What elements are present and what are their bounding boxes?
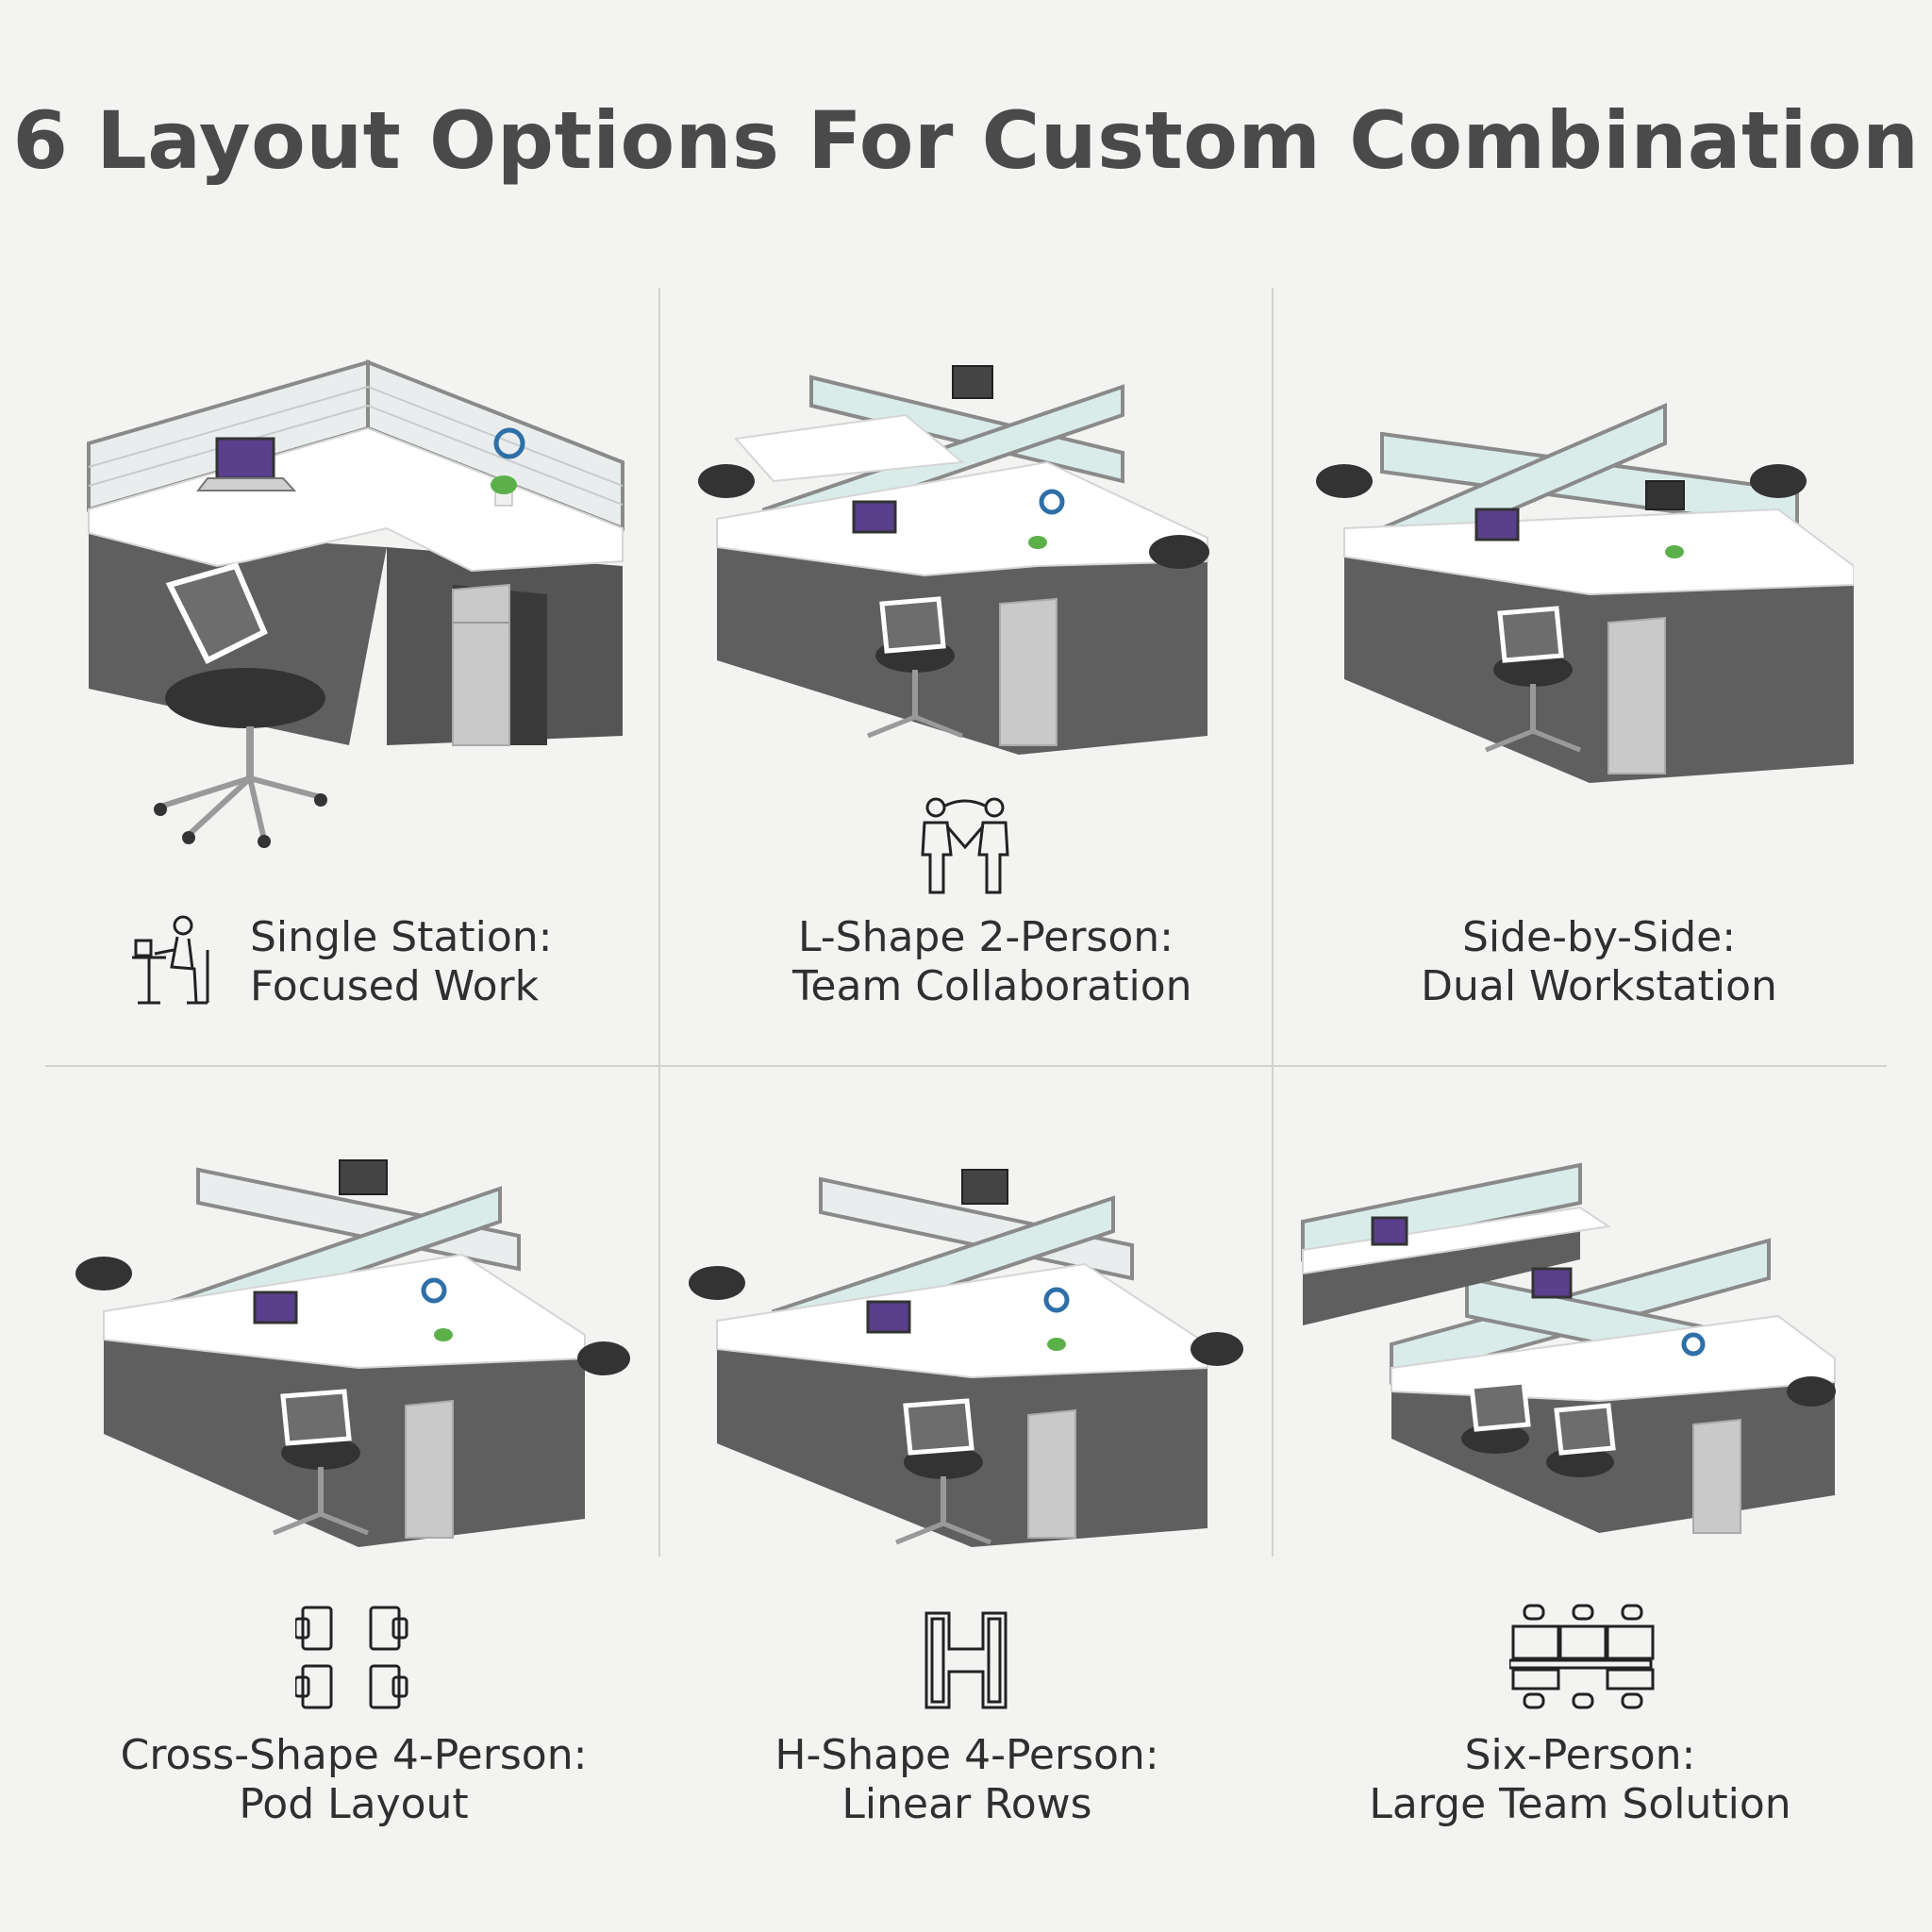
option-subtitle: Pod Layout <box>239 1780 469 1828</box>
option-caption-side-by-side: Side-by-Side: Dual Workstation <box>1396 913 1802 1011</box>
option-subtitle: Large Team Solution <box>1369 1780 1791 1828</box>
grid-divider-vertical-2 <box>1272 288 1274 1557</box>
option-subtitle: Team Collaboration <box>792 962 1192 1010</box>
option-subtitle: Dual Workstation <box>1421 962 1777 1010</box>
grid-divider-horizontal <box>45 1065 1887 1067</box>
four-desks-icon <box>295 1604 413 1712</box>
h-letter-icon <box>923 1609 1009 1711</box>
option-title: H-Shape 4-Person: <box>774 1731 1159 1779</box>
l-shape-2-person-illustration <box>679 349 1255 764</box>
single-station-illustration <box>75 349 641 877</box>
h-shape-4-person-illustration <box>689 1160 1255 1557</box>
option-caption-six-person: Six-Person: Large Team Solution <box>1358 1731 1802 1829</box>
six-person-illustration <box>1297 1156 1863 1552</box>
option-title: Cross-Shape 4-Person: <box>120 1731 588 1779</box>
handshake-icon <box>913 794 1017 898</box>
option-caption-cross-shape: Cross-Shape 4-Person: Pod Layout <box>113 1731 594 1829</box>
option-caption-l-shape: L-Shape 2-Person: Team Collaboration <box>792 913 1192 1011</box>
option-subtitle: Focused Work <box>250 962 540 1010</box>
option-title: Six-Person: <box>1464 1731 1696 1779</box>
six-seat-table-icon <box>1509 1602 1656 1713</box>
option-caption-single-station: Single Station: Focused Work <box>250 913 553 1011</box>
option-title: Single Station: <box>250 913 553 961</box>
page-title: 6 Layout Options For Custom Combination <box>12 94 1920 187</box>
option-caption-h-shape: H-Shape 4-Person: Linear Rows <box>764 1731 1170 1829</box>
option-subtitle: Linear Rows <box>841 1780 1092 1828</box>
option-title: L-Shape 2-Person: <box>798 913 1174 961</box>
option-title: Side-by-Side: <box>1461 913 1737 961</box>
side-by-side-illustration <box>1307 368 1854 783</box>
cross-shape-4-person-illustration <box>75 1151 632 1557</box>
person-at-desk-icon <box>128 912 213 1007</box>
grid-divider-vertical-1 <box>658 288 660 1557</box>
